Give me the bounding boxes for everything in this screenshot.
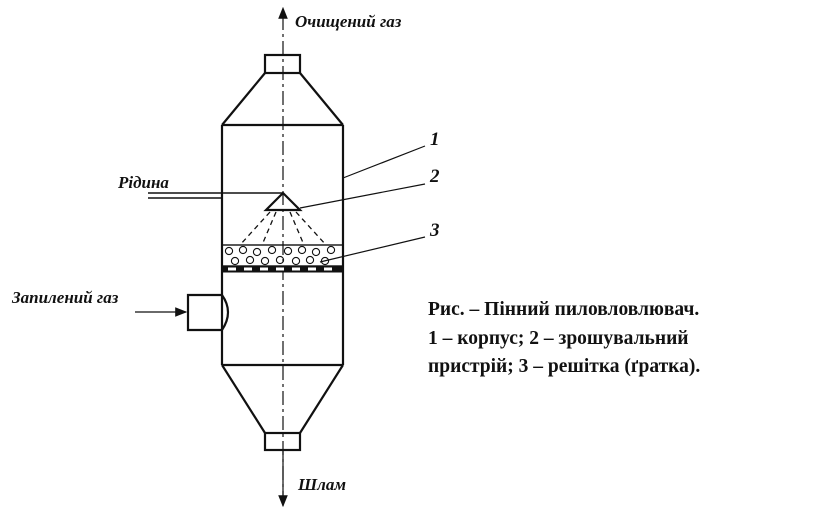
caption-line-1: Рис. – Пінний пиловловлювач.: [428, 299, 700, 320]
grid-hole: [228, 267, 236, 271]
caption-line-2: 1 – корпус; 2 – зрошувальний: [428, 327, 689, 349]
liquid-label: Рідина: [117, 173, 169, 192]
top-nozzle: [263, 53, 302, 75]
bubble: [283, 246, 293, 256]
bubble: [260, 256, 270, 266]
leader-2: [299, 183, 426, 209]
sprayer: [263, 191, 303, 212]
bubble: [224, 246, 234, 256]
bubble: [305, 255, 315, 265]
part-2-label: 2: [429, 166, 440, 187]
leader-3: [319, 236, 426, 263]
clean-gas-label: Очищений газ: [295, 12, 402, 31]
bubble: [245, 255, 255, 265]
bubble: [326, 245, 336, 255]
liquid-pipe: [148, 192, 283, 199]
caption-line-3: пристрій; 3 – решітка (ґратка).: [428, 356, 701, 377]
bubble: [252, 247, 262, 257]
grid-hole: [260, 267, 268, 271]
grid-hole: [276, 267, 284, 271]
spray-jets: [239, 211, 327, 246]
part-3-label: 3: [429, 220, 440, 241]
top-cone: [221, 72, 344, 126]
grid-hole: [244, 267, 252, 271]
bubble: [311, 247, 321, 257]
part-1-label: 1: [430, 129, 440, 150]
bottom-nozzle: [263, 431, 302, 452]
foam-bubbles: [224, 245, 336, 266]
bubble: [275, 255, 285, 265]
grid-hole: [308, 267, 316, 271]
bottom-cone: [221, 364, 344, 434]
bubble: [238, 245, 248, 255]
dusty-gas-label: Запилений газ: [11, 288, 119, 307]
grid-hole: [292, 267, 300, 271]
bubble: [291, 256, 301, 266]
bubble: [320, 256, 330, 266]
grid-hole: [324, 267, 332, 271]
grid-holes: [228, 267, 332, 271]
figure-caption: Рис. – Пінний пиловловлювач. 1 – корпус;…: [428, 296, 700, 382]
bubble: [297, 245, 307, 255]
leader-1: [342, 145, 426, 179]
bubble: [230, 256, 240, 266]
sludge-label: Шлам: [297, 475, 346, 494]
gas-inlet: [186, 293, 230, 332]
bubble: [267, 245, 277, 255]
